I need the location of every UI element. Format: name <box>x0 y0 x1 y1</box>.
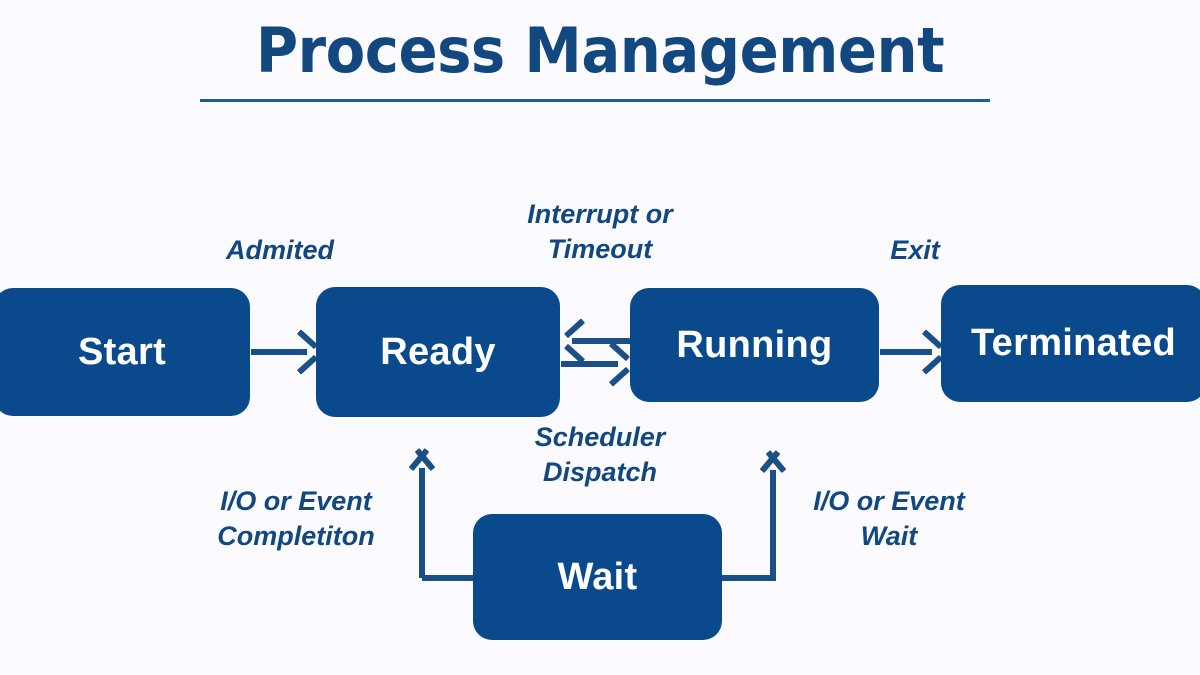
connector-wait-to-running-vertical <box>770 470 776 578</box>
connector-wait-to-running-horizontal <box>716 575 776 581</box>
edge-label-io-completion: I/O or Event Completiton <box>217 486 375 551</box>
edge-label-dispatch: Scheduler Dispatch <box>534 422 666 487</box>
page-title: Process Management <box>255 14 945 87</box>
title-divider <box>200 99 990 102</box>
state-node-wait[interactable]: Wait <box>473 514 722 640</box>
edge-label-interrupt: Interrupt or Timeout <box>527 199 673 264</box>
connector-wait-to-ready-horizontal <box>422 575 480 581</box>
connector-start-to-ready <box>251 349 307 355</box>
connector-running-to-ready <box>572 338 630 344</box>
edge-label-exit: Exit <box>890 235 940 265</box>
connector-wait-to-ready-vertical <box>419 468 425 578</box>
state-node-terminated[interactable]: Terminated <box>941 285 1200 402</box>
state-node-ready[interactable]: Ready <box>316 287 560 417</box>
connector-running-to-terminated <box>880 349 932 355</box>
edge-label-io-wait: I/O or Event Wait <box>813 486 965 551</box>
connector-ready-to-running <box>561 361 618 367</box>
edge-label-admitted: Admited <box>226 235 334 265</box>
state-node-running[interactable]: Running <box>630 288 879 402</box>
state-node-start[interactable]: Start <box>0 288 250 416</box>
